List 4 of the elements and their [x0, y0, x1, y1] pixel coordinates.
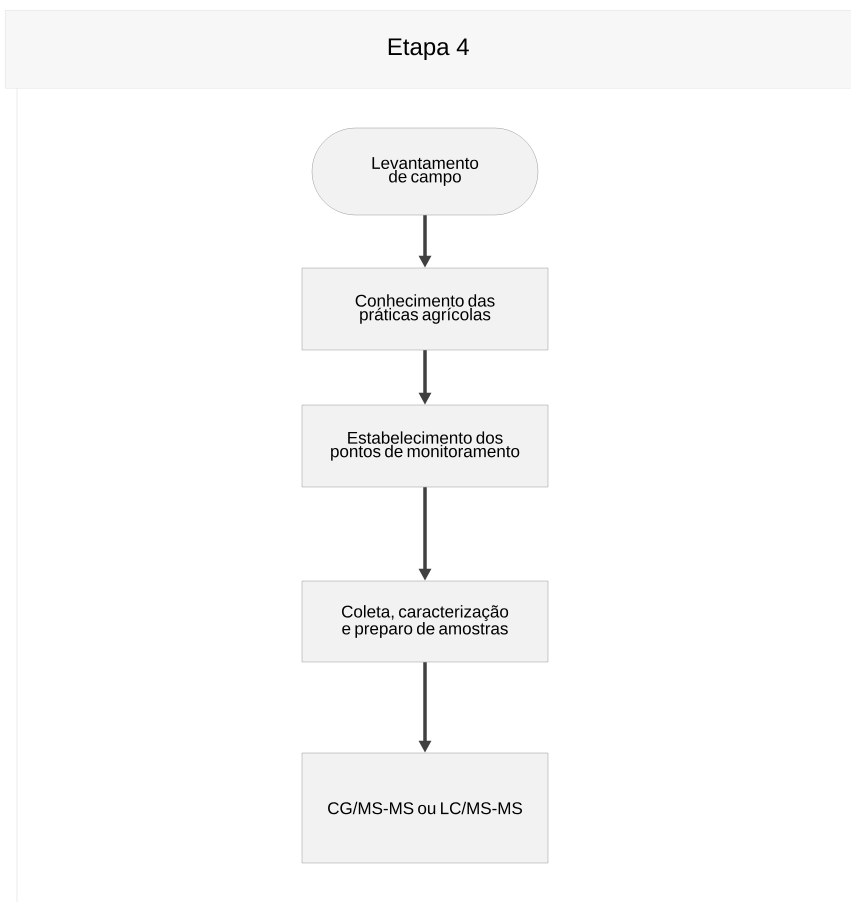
process-box: Coleta, caracterização e preparo de amostras: [302, 580, 548, 662]
process-box: CG/MS-MS ou LC/MS-MS: [302, 752, 548, 864]
process-box: Conhecimento das práticas agrícolas: [302, 268, 548, 350]
process-box: Estabelecimento dos pontos de monitoramento: [302, 404, 548, 488]
